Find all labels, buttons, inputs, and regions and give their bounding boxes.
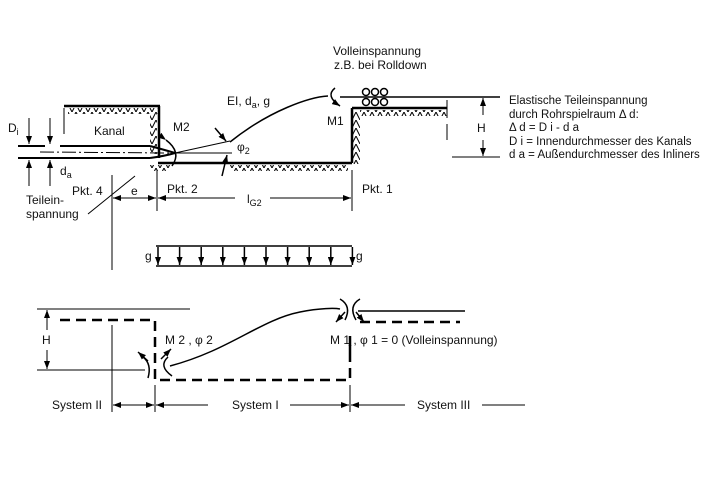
beam-props-sub: a [251, 100, 257, 110]
label-teileinspannung-1: Teilein- [26, 193, 65, 207]
beam-props-suffix: , g [256, 94, 271, 108]
label-lg2: lG2 [247, 192, 262, 210]
label-h-top: H [477, 121, 486, 135]
label-teileinspannung-2: spannung [26, 207, 79, 221]
label-m2-phi2: M 2 , φ 2 [165, 333, 213, 347]
di-main: D [8, 121, 17, 135]
distributed-load [155, 245, 356, 267]
legend: Elastische Teileinspannung durch Rohrspi… [509, 95, 700, 163]
beam-props-prefix: EI, d [227, 94, 252, 108]
beam-properties: EI, da, g [227, 94, 270, 112]
phi2-sub: 2 [244, 146, 250, 156]
label-system-i: System I [232, 398, 279, 412]
channel-block [63, 100, 448, 171]
label-pkt2: Pkt. 2 [167, 182, 198, 196]
label-e: e [131, 184, 138, 198]
label-pkt4: Pkt. 4 [72, 184, 103, 198]
legend-line-3: Δ d = D i - d a [509, 122, 580, 134]
diameter-dimensions [26, 118, 53, 186]
label-system-ii: System II [52, 398, 103, 412]
label-da: da [60, 164, 72, 182]
label-h-bottom: H [42, 333, 51, 347]
inliner-pipe [18, 87, 500, 177]
lg2-sub: G2 [249, 198, 262, 208]
da-sub: a [66, 170, 72, 180]
label-m2: M2 [173, 120, 190, 134]
span-dimensions [87, 96, 500, 270]
legend-line-4: D i = Innendurchmesser des Kanals [509, 135, 692, 148]
di-sub: i [16, 127, 19, 137]
da-main: d [60, 164, 67, 178]
lg2-main: l [247, 192, 250, 206]
headline-line1: Volleinspannung [333, 44, 422, 58]
legend-line-1: Elastische Teileinspannung [509, 95, 648, 107]
label-m1-phi1: M 1 , φ 1 = 0 (Volleinspannung) [330, 333, 498, 347]
label-m1: M1 [327, 114, 344, 128]
phi2-main: φ [237, 140, 245, 154]
label-di: Di [8, 121, 19, 139]
label-kanal: Kanal [94, 124, 125, 138]
label-system-iii: System III [417, 398, 471, 412]
label-pkt1: Pkt. 1 [362, 182, 393, 196]
system-diagram [37, 298, 525, 412]
headline-line2: z.B. bei Rolldown [334, 58, 427, 72]
load-label-right: g [356, 249, 363, 263]
legend-line-5: d a = Außendurchmesser des Inliners [509, 149, 700, 161]
label-phi2: φ2 [237, 140, 250, 158]
legend-line-2: durch Rohrspielraum Δ d: [509, 108, 639, 121]
load-label-left: g [145, 249, 152, 263]
